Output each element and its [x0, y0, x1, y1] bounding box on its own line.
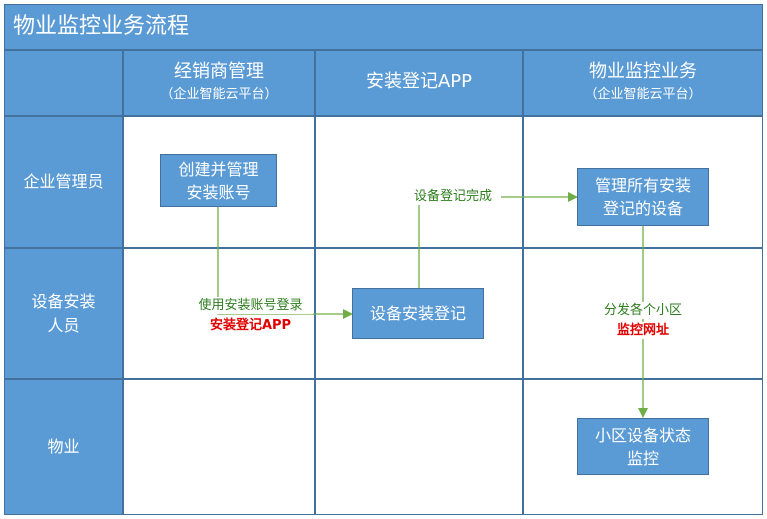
box-install-register: 设备安装登记	[352, 288, 484, 339]
column-header-monitor: 物业监控业务 （企业智能云平台）	[523, 50, 763, 116]
box-monitor-status: 小区设备状态 监控	[577, 418, 709, 475]
column-title-app: 安装登记APP	[365, 71, 473, 92]
label-distribute: 分发各个小区	[594, 302, 692, 319]
label-use-account-login: 使用安装账号登录	[188, 297, 313, 314]
lane-label-property: 物业	[47, 437, 80, 456]
grid-cell	[315, 379, 523, 515]
column-subtitle-dealer: （企业智能云平台）	[160, 87, 278, 102]
lane-property: 物业	[4, 379, 123, 515]
column-header-dealer: 经销商管理 （企业智能云平台）	[123, 50, 315, 116]
header-corner	[4, 50, 123, 116]
column-header-app: 安装登记APP	[315, 50, 523, 116]
arrow-register-flow	[418, 192, 578, 288]
lane-installer: 设备安装 人员	[4, 248, 123, 379]
label-monitor-url: 监控网址	[594, 322, 692, 339]
box-create-account: 创建并管理 安装账号	[160, 154, 277, 207]
label-install-app: 安装登记APP	[209, 318, 292, 333]
column-title-monitor: 物业监控业务	[589, 61, 697, 82]
grid-cell	[123, 379, 315, 515]
label-register-done: 设备登记完成	[405, 188, 501, 205]
column-subtitle-monitor: （企业智能云平台）	[584, 87, 702, 102]
column-title-dealer: 经销商管理	[174, 61, 264, 82]
lane-label-enterprise-admin: 企业管理员	[23, 172, 104, 191]
lane-enterprise-admin: 企业管理员	[4, 116, 123, 248]
diagram-title: 物业监控业务流程	[4, 4, 763, 50]
lane-label-installer: 设备安装 人员	[31, 291, 96, 335]
box-manage-devices: 管理所有安装 登记的设备	[577, 168, 709, 226]
arrow-login-flow	[217, 207, 353, 319]
